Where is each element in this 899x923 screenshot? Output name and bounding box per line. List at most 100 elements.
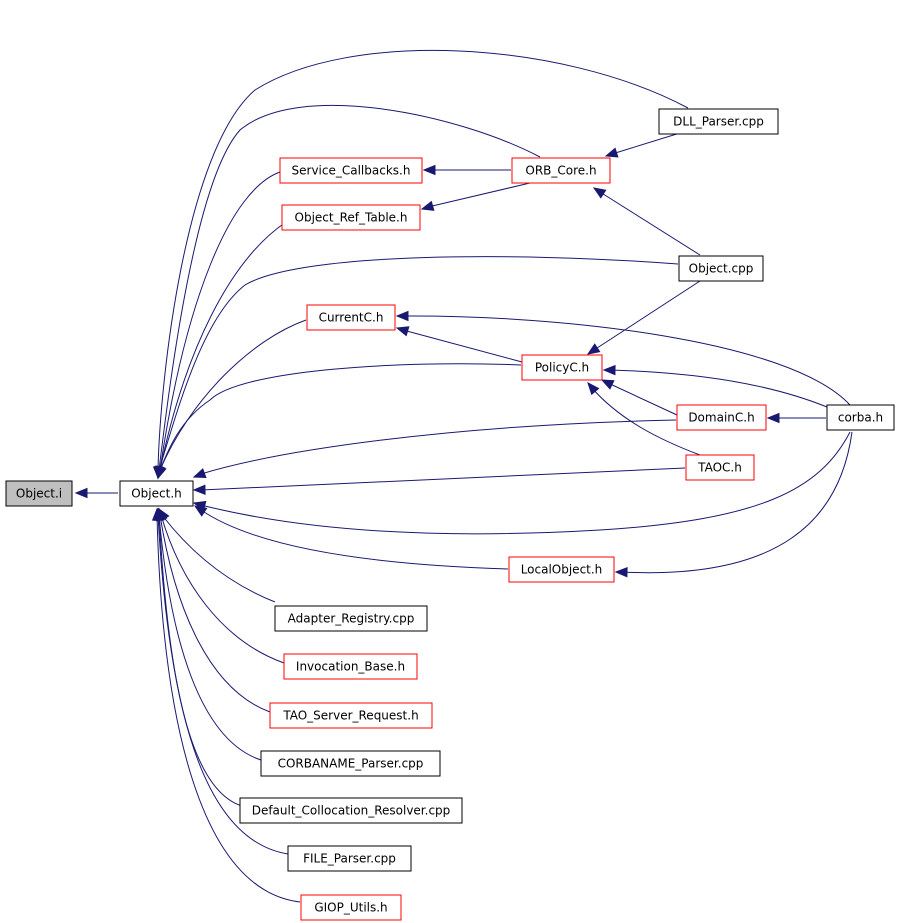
edge-arrowhead [614,567,628,578]
node-box [239,797,463,824]
edge-arrowhead [151,507,163,521]
node-label: Service_Callbacks.h [292,164,411,178]
edge-line [200,419,677,475]
edge-line [609,369,828,408]
edge-line [158,514,262,761]
edge-arrowhead [193,505,208,517]
edge-domainc-to-object_h [192,419,677,478]
edge-arrowhead [592,187,607,199]
node-giop-utils[interactable]: GIOP_Utils.h [300,894,402,921]
edge-object_cpp-to-orb_core [592,187,701,256]
nodes-layer: Object.i Object.h DLL_Parser.cppService_Ca… [5,108,895,921]
edge-line [593,280,701,351]
node-label: DomainC.h [688,411,754,425]
node-label: Object.cpp [689,262,754,276]
edge-arrowhead [192,484,206,496]
edge-line [156,514,301,903]
node-label: PolicyC.h [535,361,589,375]
edge-localobject-to-object_h [193,505,509,570]
node-domainc[interactable]: DomainC.h [676,404,767,431]
edge-line [200,467,686,491]
node-box [685,454,755,481]
node-orb-core[interactable]: ORB_Core.h [511,157,611,184]
node-label: ORB_Core.h [525,164,596,178]
node-box [511,157,611,184]
node-box [658,108,779,135]
edge-dll_parser-to-orb_core [604,132,681,158]
node-box [119,480,194,507]
node-label: Object.i [16,487,62,501]
edge-line [607,382,678,416]
edge-dll_parser-to-object_h [152,49,689,480]
edge-orb_core-to-service_callbacks [422,164,511,176]
edge-line [402,315,851,406]
node-default-collocation[interactable]: Default_Collocation_Resolver.cpp [239,797,463,824]
edge-policyc-to-object_h [156,363,522,480]
node-tao-server-request[interactable]: TAO_Server_Request.h [269,702,433,729]
node-box [269,702,433,729]
edge-arrowhead [587,381,600,396]
edge-arrowhead [395,326,410,337]
edge-arrowhead [192,468,207,478]
node-invocation-base[interactable]: Invocation_Base.h [283,653,418,680]
node-dll-parser[interactable]: DLL_Parser.cpp [658,108,779,135]
edge-arrowhead [395,310,409,322]
node-currentc[interactable]: CurrentC.h [306,304,396,331]
node-object-i: Object.i [5,480,73,507]
edge-orb_core-to-object_ref_table [420,182,531,211]
node-box [279,157,423,184]
edge-line [161,514,276,603]
node-box [5,480,73,507]
node-box [260,750,441,777]
edge-tao_server_request-to-object_h [155,507,271,713]
node-service-callbacks[interactable]: Service_Callbacks.h [279,157,423,184]
edge-taoc-to-object_h [192,467,686,496]
node-object-ref-table[interactable]: Object_Ref_Table.h [281,204,421,231]
edge-line [159,363,522,471]
edge-arrowhead [156,465,167,480]
node-object-h[interactable]: Object.h [119,480,194,507]
edge-object_cpp-to-policyc [586,280,701,355]
node-label: GIOP_Utils.h [314,901,387,915]
edge-line [200,509,509,570]
node-corba[interactable]: corba.h [826,404,895,431]
edge-arrowhead [586,343,601,355]
edge-line [591,387,701,456]
node-file-parser[interactable]: FILE_Parser.cpp [287,845,412,872]
edge-line [157,514,289,855]
edge-arrowhead [420,200,435,211]
node-localobject[interactable]: LocalObject.h [508,556,615,583]
node-box [678,255,764,282]
edge-arrowhead [604,147,619,158]
node-adapter-registry[interactable]: Adapter_Registry.cpp [274,605,428,632]
node-box [283,653,418,680]
edge-line [157,49,689,471]
node-label: TAO_Server_Request.h [282,709,418,723]
node-box [676,404,767,431]
node-box [508,556,615,583]
edge-arrowhead [602,364,616,376]
edge-line [159,221,287,471]
node-box [826,404,895,431]
node-box [281,204,421,231]
node-corbaname-parser[interactable]: CORBANAME_Parser.cpp [260,750,441,777]
edge-corba-to-currentc [395,310,851,406]
edge-line [611,132,681,155]
edge-line [158,104,541,471]
edge-giop_utils-to-object_h [151,507,301,903]
edge-corbaname_parser-to-object_h [154,507,262,761]
node-label: FILE_Parser.cpp [303,852,396,866]
edge-policyc-to-currentc [395,326,523,363]
edge-line [427,182,531,208]
node-taoc[interactable]: TAOC.h [685,454,755,481]
edge-line [621,431,853,574]
edge-invocation_base-to-object_h [157,507,285,664]
node-box [287,845,412,872]
node-label: Object_Ref_Table.h [295,211,408,225]
node-object-cpp[interactable]: Object.cpp [678,255,764,282]
node-box [521,354,603,381]
node-policyc[interactable]: PolicyC.h [521,354,603,381]
node-label: corba.h [838,411,883,425]
node-label: TAOC.h [697,461,742,475]
